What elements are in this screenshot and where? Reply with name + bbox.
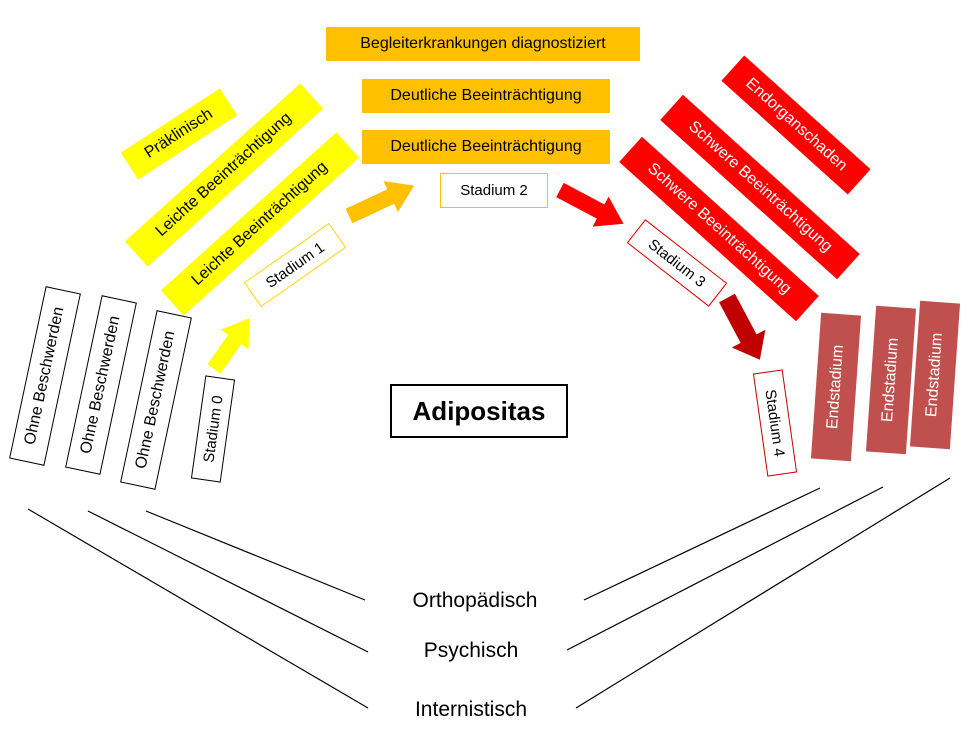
line-right-internistisch [575, 477, 951, 709]
box-deutliche-beeintraechtigung-2: Deutliche Beeinträchtigung [362, 130, 610, 164]
line-left-internistisch [27, 508, 369, 709]
line-right-orthopaedisch [583, 487, 821, 601]
label-orthopaedisch: Orthopädisch [412, 589, 538, 612]
line-left-orthopaedisch [145, 510, 366, 601]
line-right-psychisch [566, 486, 884, 651]
arrow-stage2-to-3 [556, 182, 624, 227]
diagram-title: Adipositas [390, 384, 568, 438]
label-psychisch: Psychisch [423, 639, 519, 662]
label-internistisch: Internistisch [414, 698, 528, 721]
arrow-stage0-to-1 [207, 318, 250, 374]
line-left-psychisch [87, 510, 369, 653]
box-deutliche-beeintraechtigung-1: Deutliche Beeinträchtigung [362, 79, 610, 113]
stage-2: Stadium 2 [440, 173, 548, 208]
arrow-stage3-to-4 [719, 293, 766, 360]
box-begleiterkrankungen: Begleiterkrankungen diagnostiziert [326, 27, 640, 61]
arrow-stage1-to-2 [345, 181, 415, 224]
